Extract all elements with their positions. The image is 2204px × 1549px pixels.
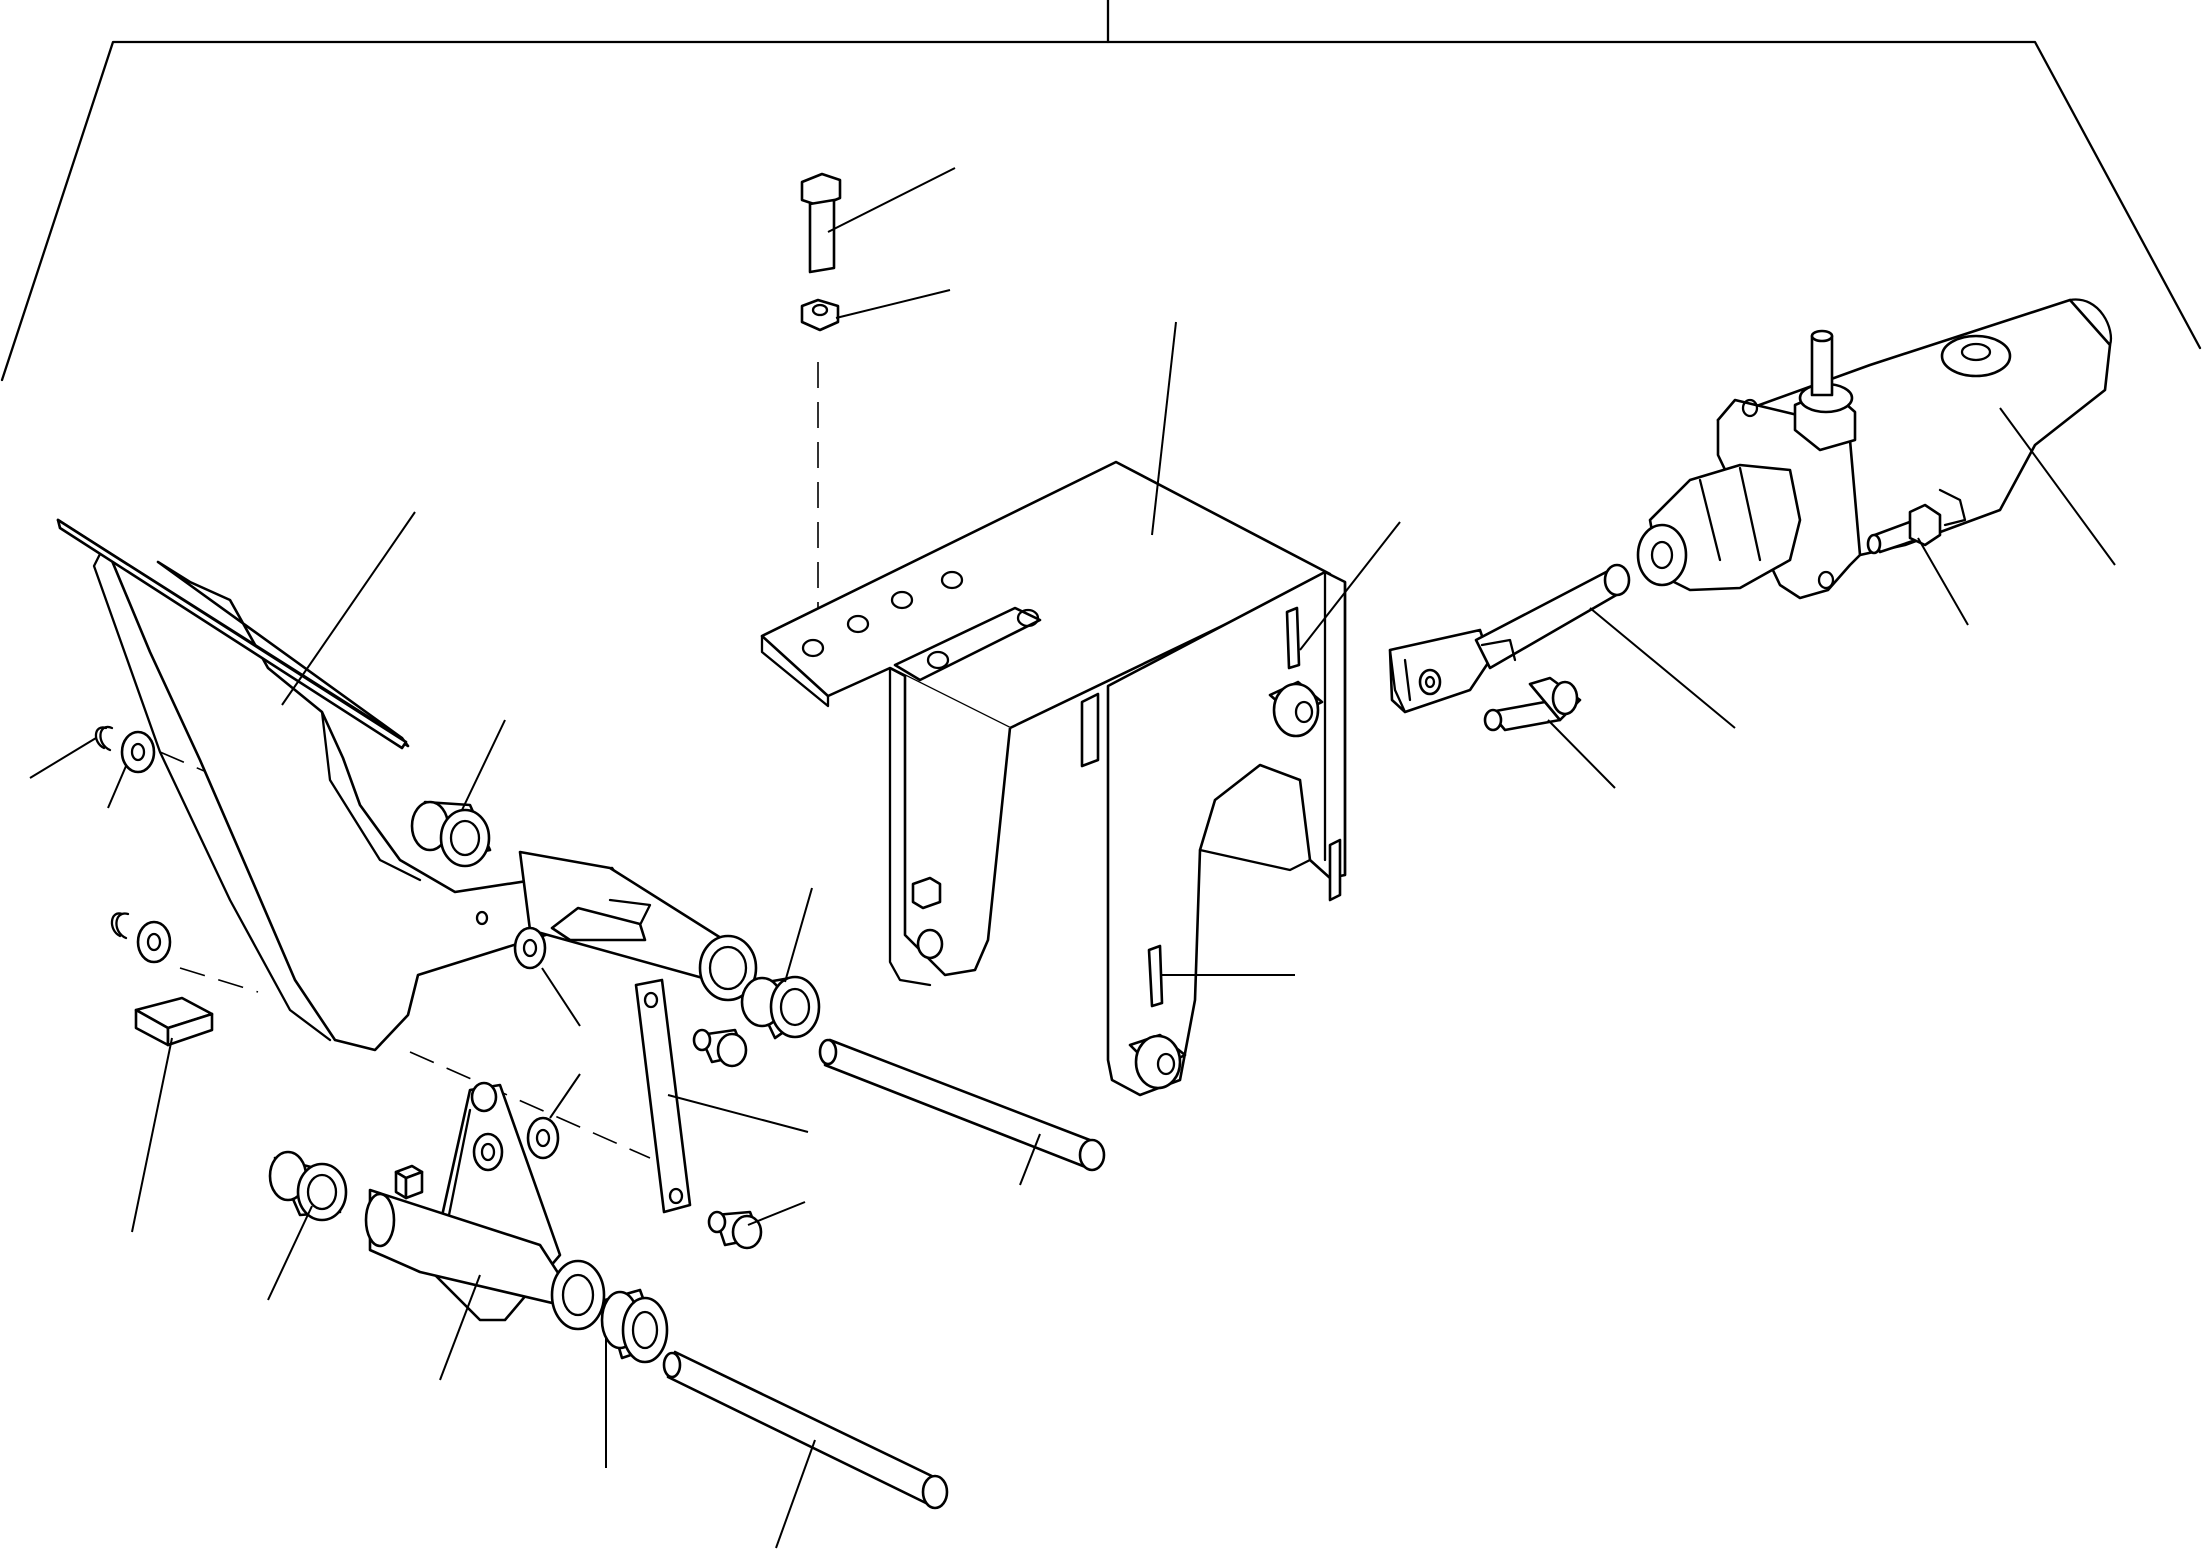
cylinder-stud bbox=[1866, 503, 1942, 555]
pedal-hub bbox=[475, 850, 758, 1002]
clevis bbox=[1388, 628, 1492, 714]
washer-mid bbox=[513, 926, 547, 970]
e-clip-lower bbox=[110, 912, 130, 940]
cylinder-filler bbox=[1793, 329, 1857, 452]
callout-frame bbox=[0, 0, 2202, 382]
leader-clevis-pin bbox=[1547, 719, 1616, 789]
leader-master-cylinder bbox=[1999, 407, 2116, 566]
leader-pushrod bbox=[1589, 607, 1736, 729]
hub-lever-tab bbox=[550, 906, 647, 942]
link-plate bbox=[634, 978, 692, 1214]
clevis-pin-small-lower bbox=[707, 1210, 763, 1250]
hub-bushing-upper bbox=[410, 800, 492, 868]
leader-e-clip-upper bbox=[29, 737, 97, 779]
bushing-lower-shaft bbox=[600, 1288, 669, 1364]
leader-washer-mid bbox=[541, 967, 581, 1027]
nut-hex bbox=[800, 298, 840, 332]
clevis-pin bbox=[1483, 676, 1582, 732]
square-key bbox=[134, 996, 214, 1047]
clevis-pin-small bbox=[692, 1028, 748, 1068]
pedal-pad bbox=[56, 518, 408, 750]
cylinder-port bbox=[1940, 334, 2012, 378]
collar-upper bbox=[1268, 680, 1324, 738]
leader-roll-pin-upper bbox=[1299, 521, 1401, 651]
leader-shaft-lower bbox=[775, 1439, 816, 1549]
washer-upper bbox=[120, 730, 156, 774]
shaft-upper bbox=[818, 1038, 1106, 1172]
bushing-flanged-lower bbox=[268, 1150, 348, 1222]
pedal bbox=[56, 518, 622, 1052]
hub-bushing-lower bbox=[740, 975, 821, 1040]
leader-washer-lower-mid bbox=[549, 1073, 581, 1119]
collar-lower bbox=[1128, 1033, 1187, 1090]
leader-nut bbox=[835, 289, 951, 319]
pushrod bbox=[1474, 563, 1631, 670]
leader-square-key bbox=[131, 1037, 173, 1233]
leader-lines bbox=[29, 167, 2116, 1549]
roll-pin-upper bbox=[1285, 606, 1301, 670]
shaft-lower bbox=[662, 1350, 949, 1510]
washer-lower-mid bbox=[526, 1116, 560, 1160]
roll-pin-lower bbox=[1147, 944, 1164, 1008]
leader-clevis-pin-small bbox=[747, 1201, 806, 1226]
leader-bushing-flanged bbox=[267, 1205, 313, 1301]
bolt-hex bbox=[800, 172, 842, 274]
leader-washer-upper bbox=[107, 765, 127, 809]
leader-shaft-upper bbox=[1019, 1133, 1041, 1186]
leader-link-plate bbox=[667, 1094, 809, 1133]
leader-bolt bbox=[827, 167, 956, 233]
washer-lower bbox=[136, 920, 172, 964]
bellcrank-tube bbox=[364, 1188, 606, 1331]
leader-hub-bushing bbox=[784, 887, 813, 983]
leader-bushing-upper bbox=[461, 719, 506, 811]
mounting-bracket bbox=[760, 460, 1347, 1097]
leader-stud bbox=[1917, 537, 1969, 626]
cylinder-boot bbox=[1636, 463, 1802, 592]
leader-bracket bbox=[1151, 321, 1177, 536]
e-clip-upper bbox=[94, 725, 114, 752]
leader-bellcrank bbox=[439, 1274, 481, 1381]
key-small bbox=[394, 1164, 424, 1200]
leader-pedal bbox=[281, 511, 416, 706]
